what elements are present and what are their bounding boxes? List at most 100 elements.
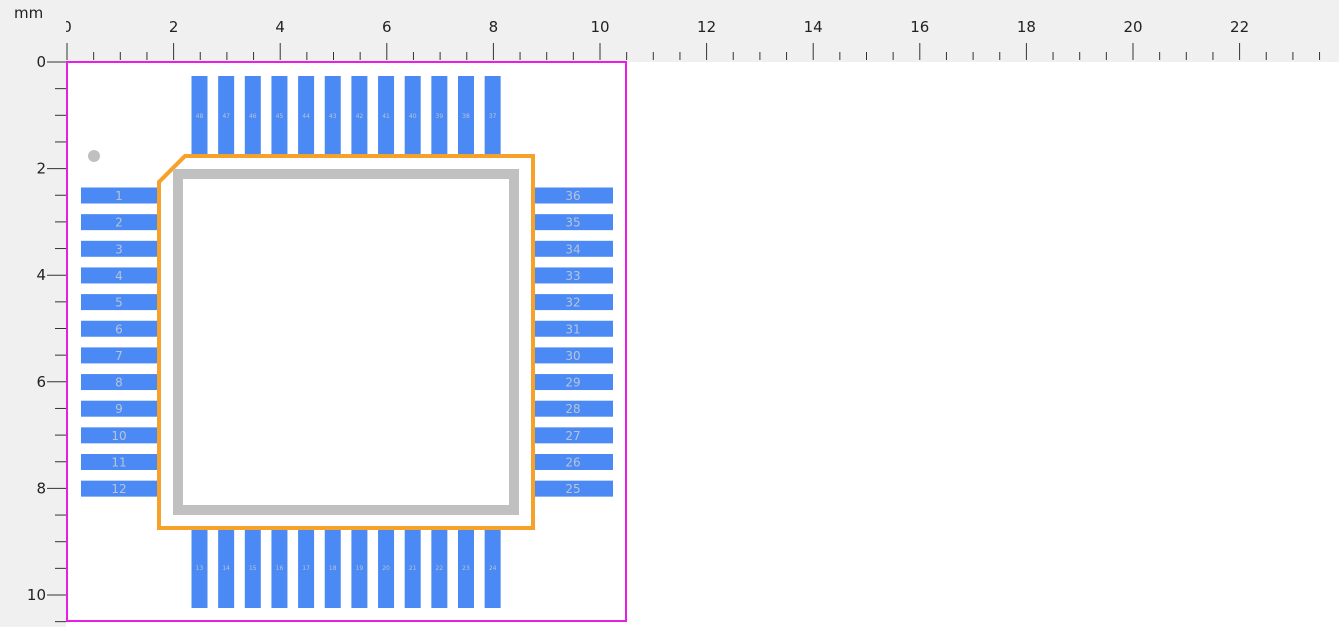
pad-shape[interactable] [81,267,158,284]
pad-shape[interactable] [351,529,368,608]
pad-shape[interactable] [535,400,613,417]
pad-shape[interactable] [431,529,448,608]
pad-36[interactable]: 36 [535,187,613,204]
pad-shape[interactable] [378,529,395,608]
pad-45[interactable]: 45 [271,76,288,155]
pad-4[interactable]: 4 [81,267,158,284]
pad-shape[interactable] [404,529,421,608]
pad-shape[interactable] [271,529,288,608]
pad-shape[interactable] [458,76,474,155]
pad-48[interactable]: 48 [191,76,208,155]
pad-shape[interactable] [458,529,474,608]
pad-42[interactable]: 42 [351,76,368,155]
pad-shape[interactable] [324,76,341,155]
pad-15[interactable]: 15 [244,529,261,608]
pad-40[interactable]: 40 [404,76,421,155]
pad-shape[interactable] [535,187,613,204]
pad-shape[interactable] [535,480,613,497]
pad-shape[interactable] [535,374,613,391]
pad-shape[interactable] [218,529,235,608]
canvas[interactable]: 1234567891011123635343332313029282726254… [66,61,627,622]
pad-33[interactable]: 33 [535,267,613,284]
pad-43[interactable]: 43 [324,76,341,155]
pad-5[interactable]: 5 [81,294,158,311]
pad-shape[interactable] [484,76,501,155]
pad-shape[interactable] [81,214,158,231]
pad-16[interactable]: 16 [271,529,288,608]
pad-shape[interactable] [191,76,208,155]
pad-29[interactable]: 29 [535,374,613,391]
pad-shape[interactable] [351,76,368,155]
pad-38[interactable]: 38 [458,76,474,155]
pad-shape[interactable] [81,347,158,364]
pad-41[interactable]: 41 [378,76,395,155]
horizontal-ruler[interactable]: 02468101214161820222 [0,0,1339,62]
pad-24[interactable]: 24 [484,529,501,608]
pad-44[interactable]: 44 [298,76,315,155]
pad-37[interactable]: 37 [484,76,501,155]
pad-shape[interactable] [191,529,208,608]
pad-39[interactable]: 39 [431,76,448,155]
pad-shape[interactable] [535,320,613,337]
pad-shape[interactable] [378,76,395,155]
pad-34[interactable]: 34 [535,240,613,257]
pad-32[interactable]: 32 [535,294,613,311]
pad-shape[interactable] [244,529,261,608]
pad-shape[interactable] [535,427,613,444]
pad-shape[interactable] [324,529,341,608]
pad-shape[interactable] [81,320,158,337]
footprint-boundary[interactable] [66,61,627,622]
pad-shape[interactable] [535,454,613,470]
pad-7[interactable]: 7 [81,347,158,364]
pad-shape[interactable] [81,294,158,311]
pad-shape[interactable] [535,240,613,257]
pad-shape[interactable] [81,187,158,204]
pad-13[interactable]: 13 [191,529,208,608]
pad-shape[interactable] [81,400,158,417]
pad-shape[interactable] [271,76,288,155]
pad-shape[interactable] [535,347,613,364]
pad-14[interactable]: 14 [218,529,235,608]
pad-shape[interactable] [431,76,448,155]
pad-3[interactable]: 3 [81,240,158,257]
pad-shape[interactable] [81,240,158,257]
pad-shape[interactable] [244,76,261,155]
pad-31[interactable]: 31 [535,320,613,337]
pad-19[interactable]: 19 [351,529,368,608]
pad-shape[interactable] [298,529,315,608]
component-body-outline[interactable] [173,169,519,515]
pad-shape[interactable] [218,76,235,155]
pad-8[interactable]: 8 [81,374,158,391]
pad-shape[interactable] [535,294,613,311]
pad-shape[interactable] [81,427,158,444]
pad-47[interactable]: 47 [218,76,235,155]
pad-shape[interactable] [404,76,421,155]
pad-6[interactable]: 6 [81,320,158,337]
pad-shape[interactable] [298,76,315,155]
pad-12[interactable]: 12 [81,480,158,497]
pad-shape[interactable] [535,214,613,231]
pad-17[interactable]: 17 [298,529,315,608]
pad-23[interactable]: 23 [458,529,474,608]
pad-shape[interactable] [81,480,158,497]
pad-shape[interactable] [535,267,613,284]
pad-21[interactable]: 21 [404,529,421,608]
pad-22[interactable]: 22 [431,529,448,608]
pad-shape[interactable] [81,374,158,391]
pad-18[interactable]: 18 [324,529,341,608]
pad-35[interactable]: 35 [535,214,613,231]
pad-shape[interactable] [81,454,158,470]
pad-30[interactable]: 30 [535,347,613,364]
pad-11[interactable]: 11 [81,454,158,470]
pad-25[interactable]: 25 [535,480,613,497]
pad-28[interactable]: 28 [535,400,613,417]
pad-2[interactable]: 2 [81,214,158,231]
pad-10[interactable]: 10 [81,427,158,444]
pad-1[interactable]: 1 [81,187,158,204]
pad-shape[interactable] [484,529,501,608]
pad-27[interactable]: 27 [535,427,613,444]
pad-9[interactable]: 9 [81,400,158,417]
pad-26[interactable]: 26 [535,454,613,470]
